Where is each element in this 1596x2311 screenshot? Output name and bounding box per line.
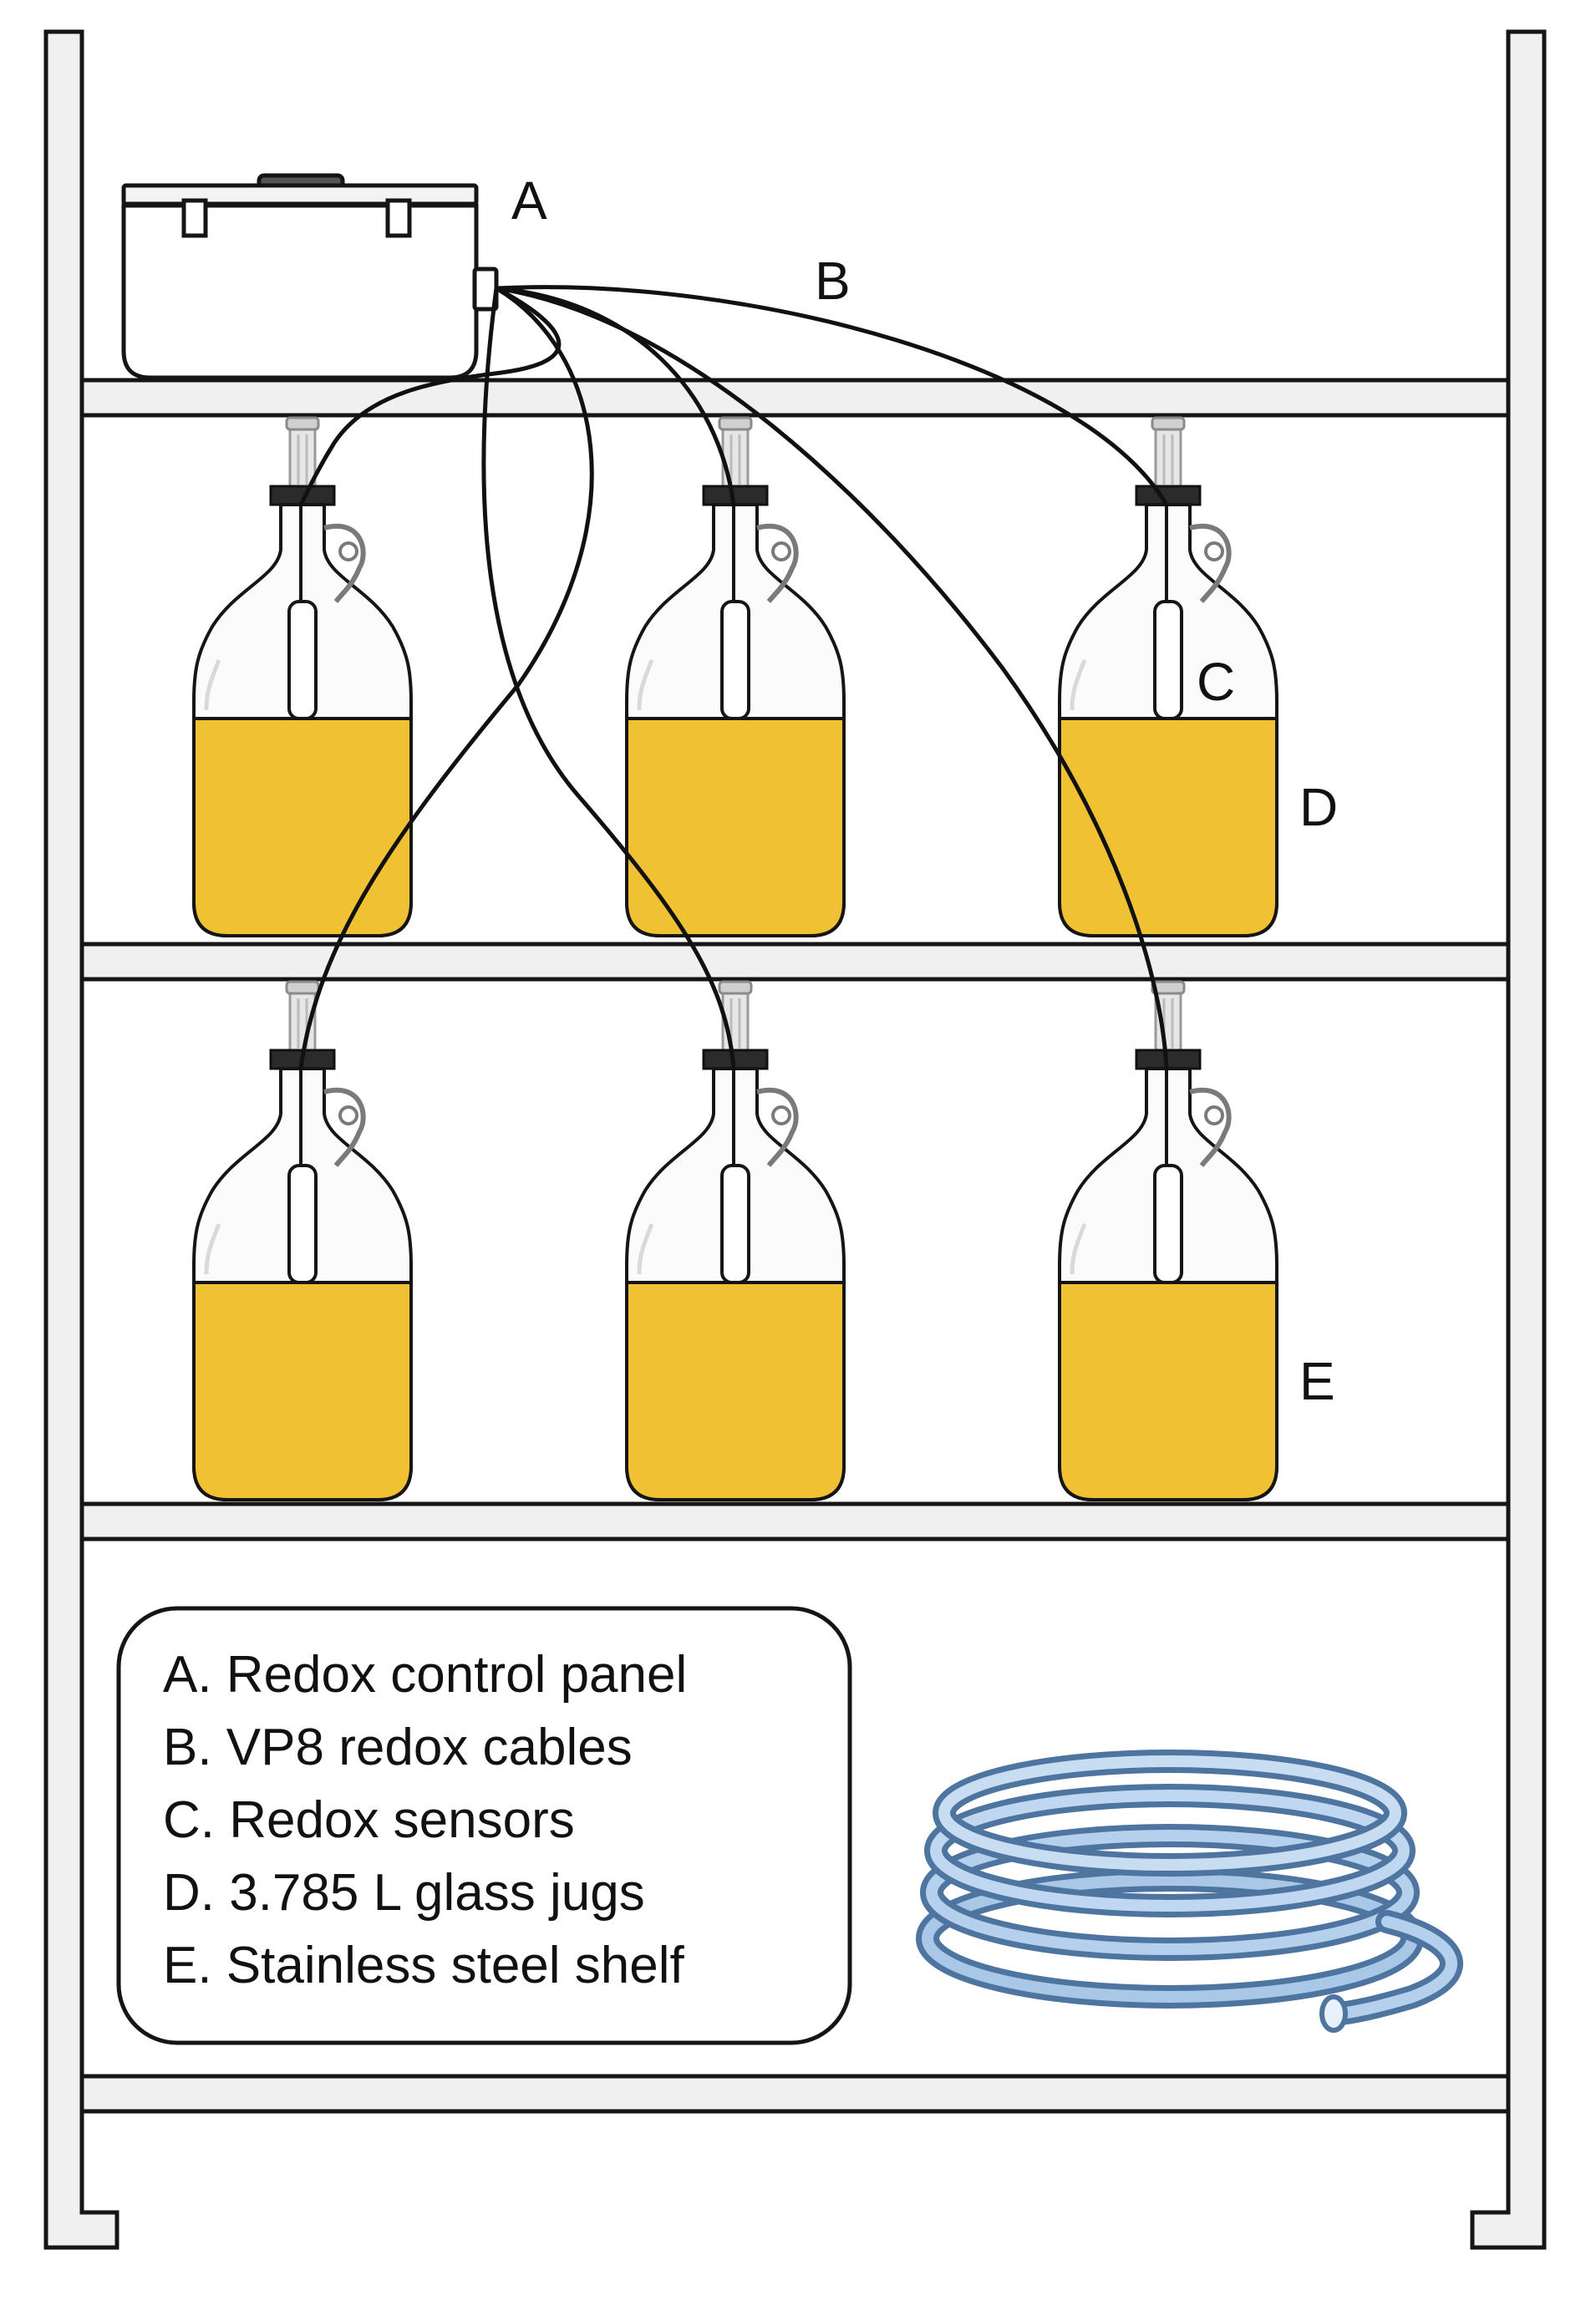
legend-item-b: B. VP8 redox cables [163, 1719, 633, 1776]
glass-jugs-top-row [194, 418, 1277, 936]
legend-item-d: D. 3.785 L glass jugs [163, 1864, 645, 1922]
label-a: A [511, 170, 547, 231]
legend-item-a: A. Redox control panel [163, 1646, 687, 1704]
label-c: C [1197, 652, 1235, 712]
left-post [43, 29, 119, 2250]
label-b: B [815, 251, 851, 311]
redox-control-panel [121, 173, 499, 380]
glass-jug [627, 982, 844, 1500]
shelf-board-upper [79, 942, 1511, 982]
legend-box: A. Redox control panel B. VP8 redox cabl… [116, 1606, 852, 2045]
label-e: E [1299, 1351, 1335, 1411]
legend-item-e: E. Stainless steel shelf [163, 1937, 685, 1994]
glass-jug [1060, 982, 1277, 1500]
glass-jugs-bottom-row [194, 982, 1277, 1500]
stainless-steel-shelf [43, 29, 1547, 2250]
right-post [1470, 29, 1547, 2250]
glass-jug [194, 418, 411, 936]
legend-item-c: C. Redox sensors [163, 1791, 575, 1849]
glass-jug [627, 418, 844, 936]
tubing-coil [916, 1750, 1463, 2033]
shelf-board-top [79, 378, 1511, 418]
glass-jug [1060, 418, 1277, 936]
shelf-board-middle [79, 1501, 1511, 1542]
shelf-board-bottom [79, 2074, 1511, 2114]
vp8-redox-cables [298, 285, 1169, 1071]
label-d: D [1299, 777, 1338, 837]
